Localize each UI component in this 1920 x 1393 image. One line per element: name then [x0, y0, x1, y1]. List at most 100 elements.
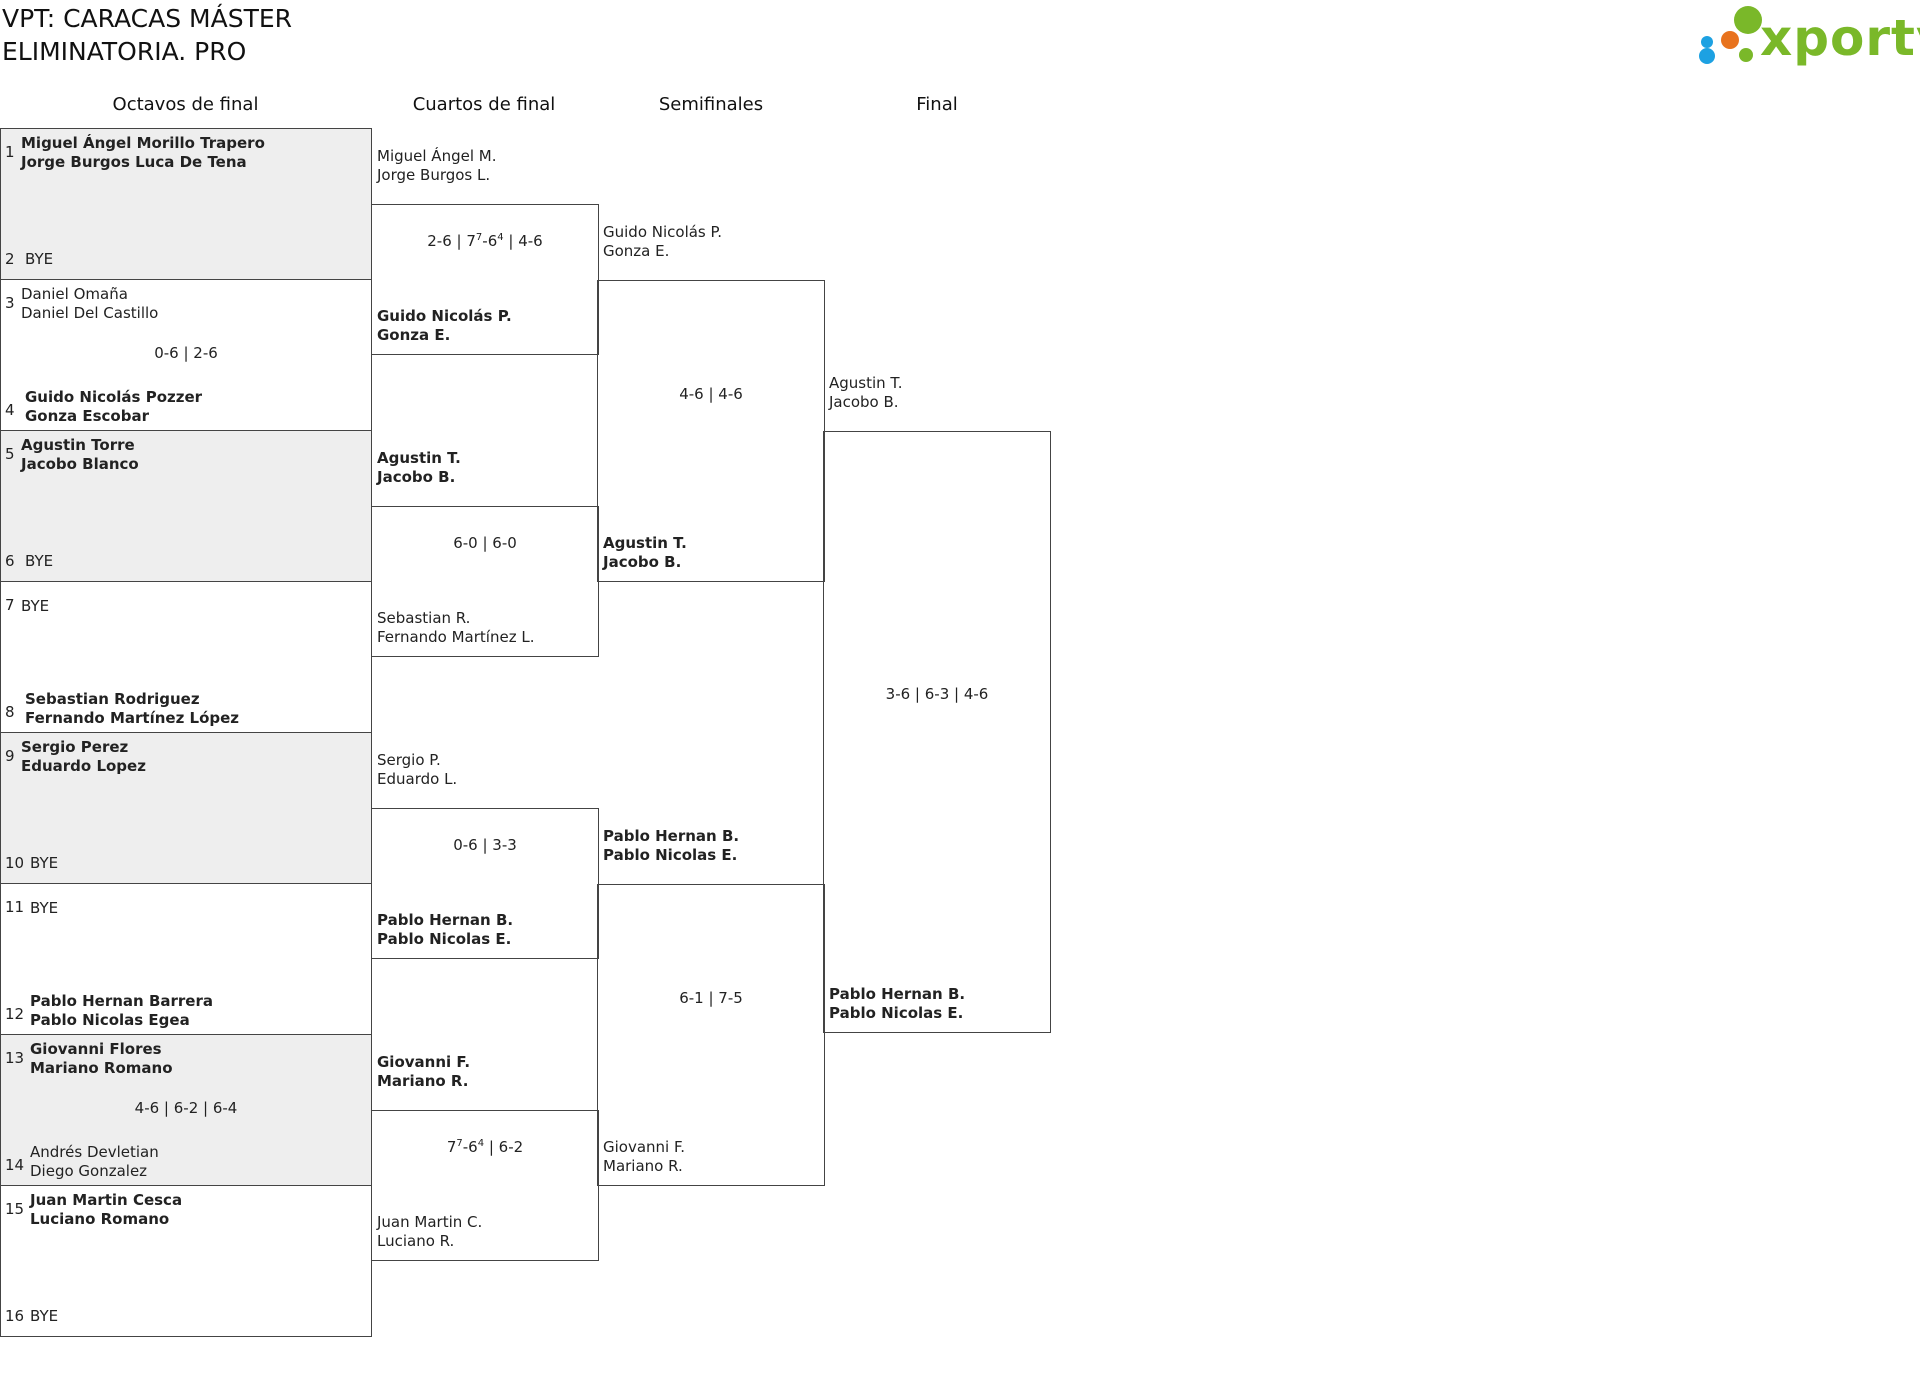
team-name-line: Guido Nicolás P.: [377, 307, 512, 325]
team-name-line: Sebastian R.: [377, 609, 471, 627]
seed-number: 5: [5, 445, 15, 463]
logo-dot-green: [1734, 6, 1762, 34]
team-name-line: Fernando Martínez L.: [377, 628, 535, 646]
match-score: 0-6 | 2-6: [154, 344, 218, 362]
team-name-line: Gonza Escobar: [25, 407, 149, 425]
score-part: 7: [456, 1138, 463, 1149]
seed-number: 4: [5, 401, 15, 419]
team-name-line: Eduardo L.: [377, 770, 458, 788]
logo-text: xporty: [1760, 9, 1920, 67]
seed-number: 12: [5, 1005, 25, 1023]
team-name: Giovanni F.Mariano R.: [603, 1138, 685, 1176]
team-name: Pablo Hernan B.Pablo Nicolas E.: [603, 827, 739, 865]
team-name-line: Pablo Nicolas E.: [377, 930, 512, 948]
match-box-r16: [0, 732, 372, 884]
team-name-line: Guido Nicolás P.: [603, 223, 722, 241]
round-header-final: Final: [916, 94, 958, 115]
team-name-line: Pablo Nicolas E.: [603, 846, 738, 864]
team-name-line: Agustin T.: [603, 534, 687, 552]
score-part: -6: [482, 232, 498, 250]
team-name: BYE: [30, 899, 58, 918]
match-score: 6-1 | 7-5: [679, 989, 743, 1007]
team-name-line: Miguel Ángel Morillo Trapero: [21, 134, 265, 152]
seed-number: 7: [5, 596, 15, 614]
seed-number: 9: [5, 747, 15, 765]
team-name-line: Giovanni F.: [603, 1138, 685, 1156]
match-box-semi: [597, 884, 825, 1186]
team-name-line: Giovanni Flores: [30, 1040, 162, 1058]
team-name: Guido Nicolás P.Gonza E.: [377, 307, 512, 345]
seed-number: 11: [5, 898, 25, 916]
team-name-line: Miguel Ángel M.: [377, 147, 497, 165]
team-name-line: Agustin T.: [377, 449, 461, 467]
logo-dot-orange: [1721, 31, 1739, 49]
score-part: 7: [446, 1138, 457, 1156]
team-name-line: Sergio Perez: [21, 738, 129, 756]
match-score: 4-6 | 6-2 | 6-4: [134, 1099, 238, 1117]
seed-number: 8: [5, 703, 15, 721]
team-name-line: Agustin Torre: [21, 436, 135, 454]
team-name-line: BYE: [21, 597, 50, 615]
match-score: 6-0 | 6-0: [371, 534, 599, 552]
page-title: VPT: CARACAS MÁSTER ELIMINATORIA. PRO: [2, 2, 292, 68]
round-header-semifinales: Semifinales: [658, 94, 764, 115]
team-name-line: Jacobo Blanco: [21, 455, 139, 473]
round-header-octavos: Octavos de final: [112, 94, 259, 115]
seed-number: 10: [5, 854, 25, 872]
team-name: Pablo Hernan B.Pablo Nicolas E.: [829, 985, 965, 1023]
team-name: Juan Martin C.Luciano R.: [377, 1213, 482, 1251]
match-box-quarter: [371, 808, 599, 959]
team-name: Agustin T.Jacobo B.: [603, 534, 687, 572]
team-name-line: Juan Martin C.: [377, 1213, 483, 1231]
team-name-line: Sergio P.: [377, 751, 441, 769]
match-score: 3-6 | 6-3 | 4-6: [885, 685, 989, 703]
team-name-line: Jorge Burgos Luca De Tena: [21, 153, 247, 171]
team-name-line: Daniel Del Castillo: [21, 304, 159, 322]
team-name-line: Jorge Burgos L.: [377, 166, 491, 184]
team-name-line: Juan Martin Cesca: [30, 1191, 183, 1209]
team-name-line: Luciano Romano: [30, 1210, 170, 1228]
team-name-line: Eduardo Lopez: [21, 757, 146, 775]
score-part: | 6-2: [484, 1138, 524, 1156]
team-name: Pablo Hernan B.Pablo Nicolas E.: [377, 911, 513, 949]
title-line-1: VPT: CARACAS MÁSTER: [2, 4, 293, 33]
team-name: BYE: [21, 597, 49, 616]
team-name-line: Mariano R.: [603, 1157, 683, 1175]
team-name-line: Guido Nicolás Pozzer: [25, 388, 203, 406]
team-name-line: Pablo Hernan B.: [377, 911, 514, 929]
team-name-line: BYE: [25, 552, 54, 570]
team-name: BYE: [30, 854, 58, 873]
team-name-line: Jacobo B.: [829, 393, 899, 411]
team-name-line: Luciano R.: [377, 1232, 455, 1250]
title-line-2: ELIMINATORIA. PRO: [2, 37, 247, 66]
team-name-line: Pablo Nicolas E.: [829, 1004, 964, 1022]
team-name-line: Jacobo B.: [603, 553, 682, 571]
team-name-line: Mariano Romano: [30, 1059, 173, 1077]
team-name: BYE: [25, 250, 53, 269]
team-name-line: Daniel Omaña: [21, 285, 128, 303]
team-name: Miguel Ángel M.Jorge Burgos L.: [377, 147, 496, 185]
team-name: Giovanni F.Mariano R.: [377, 1053, 470, 1091]
team-name: Agustin T.Jacobo B.: [829, 374, 903, 412]
team-name-line: Pablo Hernan B.: [603, 827, 740, 845]
team-name-line: Sebastian Rodriguez: [25, 690, 200, 708]
xporty-logo[interactable]: xporty: [1695, 4, 1920, 70]
team-name-line: BYE: [30, 854, 59, 872]
team-name-line: Agustin T.: [829, 374, 903, 392]
match-score: 4-6 | 4-6: [679, 385, 743, 403]
team-name-line: Gonza E.: [603, 242, 670, 260]
seed-number: 15: [5, 1200, 25, 1218]
team-name-line: BYE: [30, 1307, 59, 1325]
score-part: 2-6 | 7: [427, 232, 476, 250]
team-name-line: Pablo Hernan B.: [829, 985, 966, 1003]
seed-number: 13: [5, 1049, 25, 1067]
team-name-line: Pablo Nicolas Egea: [30, 1011, 190, 1029]
